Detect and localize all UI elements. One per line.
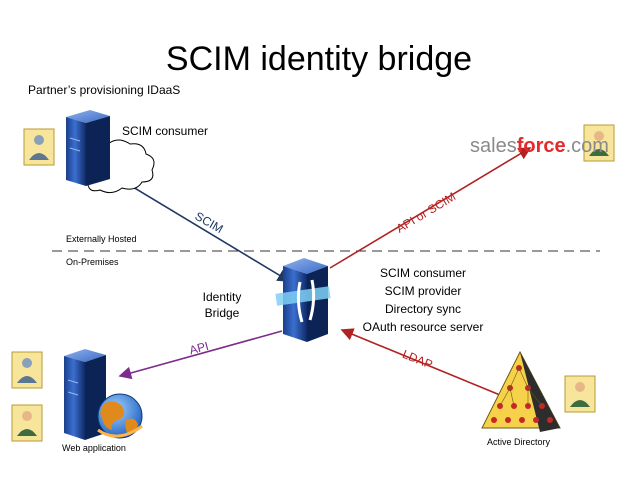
- user-folder-icon: [11, 351, 43, 389]
- salesforce-logo-part-a: sales: [470, 135, 517, 157]
- scim-arrow: [117, 177, 291, 282]
- web-application-label: Web application: [62, 443, 126, 453]
- api-arrow: [118, 330, 283, 380]
- partner-server-icon: [66, 110, 110, 186]
- ldap-arrow: [340, 328, 501, 396]
- salesforce-logo-part-c: .com: [566, 135, 609, 157]
- bridge-roles-list: SCIM consumer SCIM provider Directory sy…: [348, 264, 498, 336]
- salesforce-logo-part-b: force: [517, 135, 566, 157]
- active-directory-icon: [481, 350, 561, 432]
- edge-label-api-or-scim: API or SCIM: [394, 189, 458, 235]
- partner-idaas-label: Partner’s provisioning IDaaS: [28, 83, 181, 97]
- globe-icon: [97, 393, 143, 439]
- user-folder-icon: [583, 124, 615, 162]
- scim-consumer-label: SCIM consumer: [122, 124, 209, 138]
- user-folder-icon: [564, 375, 596, 413]
- externally-hosted-label: Externally Hosted: [66, 234, 137, 244]
- on-premises-label: On-Premises: [66, 257, 119, 267]
- edge-label-api: API: [188, 339, 210, 358]
- api-or-scim-arrow: [329, 147, 532, 269]
- identity-bridge-line: Identity: [202, 290, 242, 304]
- salesforce-logo: salesforce.com: [470, 135, 609, 157]
- identity-bridge-label: Identity Bridge: [192, 289, 252, 321]
- edge-label-ldap: LDAP: [400, 347, 434, 372]
- page-title: SCIM identity bridge: [165, 40, 473, 78]
- user-folder-icon: [11, 404, 43, 442]
- identity-bridge-server-icon: [275, 258, 331, 342]
- bridge-role-item: OAuth resource server: [362, 320, 484, 334]
- identity-bridge-line: Bridge: [204, 306, 240, 320]
- bridge-role-item: SCIM provider: [384, 284, 462, 298]
- web-app-server-icon: [64, 349, 106, 440]
- bridge-role-item: Directory sync: [384, 302, 461, 316]
- active-directory-label: Active Directory: [487, 437, 551, 447]
- bridge-role-item: SCIM consumer: [379, 266, 467, 280]
- user-folder-icon: [23, 128, 55, 166]
